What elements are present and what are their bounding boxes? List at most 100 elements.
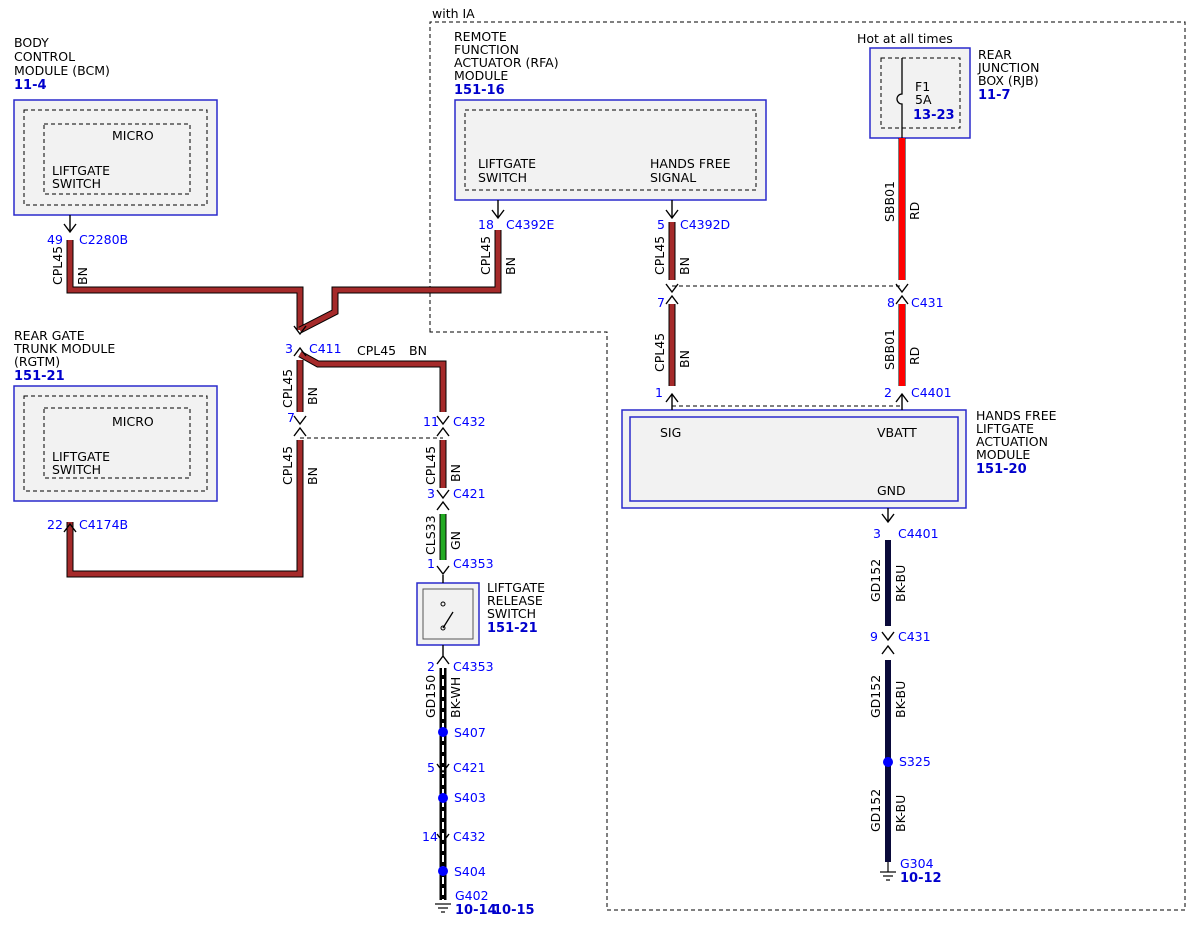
splice-s404-label: S404	[454, 864, 486, 879]
wire-gd152-low: GD152	[868, 789, 883, 832]
wire-bkwh: BK-WH	[448, 677, 463, 718]
wire-gn: GN	[448, 531, 463, 550]
rfa-title-3: ACTUATOR (RFA)	[454, 55, 559, 70]
rfa-pin1-label-1: LIFTGATE	[478, 156, 536, 171]
wire-gd152-mid: GD152	[868, 675, 883, 718]
rfa-title-2: FUNCTION	[454, 42, 519, 57]
pin-c411-7: 7	[287, 410, 295, 425]
conn-c431-8: C431	[911, 295, 944, 310]
wire-cls33: CLS33	[423, 515, 438, 555]
rgtm-pin-label-1: LIFTGATE	[52, 449, 110, 464]
rfa-pin2-label-1: HANDS FREE	[650, 156, 731, 171]
bcm-ref[interactable]: 11-4	[14, 78, 47, 93]
rjb-title-2: JUNCTION	[977, 60, 1039, 75]
wire-gd152-top: GD152	[868, 559, 883, 602]
rfa-pin2-label-2: SIGNAL	[650, 170, 696, 185]
bcm-pin-label-2: SWITCH	[52, 176, 101, 191]
rfa-title-4: MODULE	[454, 68, 508, 83]
lrs-title-1: LIFTGATE	[487, 580, 545, 595]
wire-cpl45-c411-top: CPL45	[357, 343, 396, 358]
ground-g402	[435, 903, 451, 913]
wire-bn-c411-mid: BN	[305, 387, 320, 405]
wire-cpl45-bcm: CPL45	[50, 246, 65, 285]
wire-bn-c411-top: BN	[409, 343, 427, 358]
rjb-hot-label: Hot at all times	[857, 31, 953, 46]
bcm-title-1: BODY	[14, 35, 49, 50]
ground-g304	[880, 862, 896, 881]
rgtm-title-3: (RGTM)	[14, 354, 60, 369]
connector-glyphs	[63, 200, 909, 844]
wire-cpl45-c432: CPL45	[423, 446, 438, 485]
rjb-fuse-label: F1	[915, 79, 930, 94]
with-ia-label: with IA	[432, 6, 475, 21]
pin-c4353-1: 1	[427, 556, 435, 571]
wire-cpl45-rfa-sig-low: CPL45	[652, 333, 667, 372]
bcm-pin-label-1: LIFTGATE	[52, 163, 110, 178]
splice-s403-label: S403	[454, 790, 486, 805]
lrs-ref[interactable]: 151-21	[487, 621, 538, 636]
wire-bn-bcm: BN	[75, 267, 90, 285]
conn-c432-11: C432	[453, 414, 486, 429]
hfam-title-1: HANDS FREE	[976, 408, 1057, 423]
rjb-title-3: BOX (RJB)	[978, 73, 1039, 88]
splice-s325	[883, 757, 893, 767]
splice-s407	[438, 727, 448, 737]
bcm-micro-label: MICRO	[112, 128, 154, 143]
wire-sbb01-top: SBB01	[882, 181, 897, 222]
conn-c4174b: C4174B	[79, 517, 128, 532]
lrs-title-2: RELEASE	[487, 593, 543, 608]
wire-gd150: GD150	[423, 675, 438, 718]
hfam-title-3: ACTUATION	[976, 434, 1048, 449]
pin-c4392d: 5	[657, 217, 665, 232]
lrs-title-3: SWITCH	[487, 606, 536, 621]
hfam-gnd-label: GND	[877, 483, 906, 498]
rfa-ref[interactable]: 151-16	[454, 83, 505, 98]
hfam-vbatt-label: VBATT	[877, 425, 917, 440]
wire-bn-rfa-sig-top: BN	[677, 257, 692, 275]
ground-g304-label: G304	[900, 856, 934, 871]
ground-g304-ref[interactable]: 10-12	[900, 871, 942, 886]
conn-c4392e: C4392E	[506, 217, 555, 232]
rgtm-ref[interactable]: 151-21	[14, 369, 65, 384]
pin-c421-3: 3	[427, 486, 435, 501]
ground-g402-ref1[interactable]: 10-14	[455, 903, 497, 918]
rjb-title-1: REAR	[978, 47, 1012, 62]
rjb-fuse-ref[interactable]: 13-23	[913, 108, 955, 123]
wire-bkbu-low: BK-BU	[893, 795, 908, 832]
bcm-title-3: MODULE (BCM)	[14, 63, 110, 78]
conn-c4401-2: C4401	[911, 385, 952, 400]
wire-labels: CPL45 BN CPL45 BN CPL45 BN CPL45 BN CPL4…	[50, 181, 922, 832]
rjb-ref[interactable]: 11-7	[978, 88, 1011, 103]
wire-bn-c411-low: BN	[305, 467, 320, 485]
wire-cpl45-rfa: CPL45	[478, 236, 493, 275]
wire-bkbu-top: BK-BU	[893, 565, 908, 602]
rfa-module: REMOTE FUNCTION ACTUATOR (RFA) MODULE 15…	[454, 29, 767, 201]
pin-c421-5: 5	[427, 760, 435, 775]
pin-c4174b: 22	[47, 517, 63, 532]
wire-rd-low: RD	[907, 347, 922, 365]
pin-c432-14: 14	[422, 829, 438, 844]
conn-c411: C411	[309, 341, 342, 356]
rfa-title-1: REMOTE	[454, 29, 507, 44]
splice-s407-label: S407	[454, 725, 486, 740]
liftgate-release-switch: LIFTGATE RELEASE SWITCH 151-21	[416, 580, 545, 646]
conn-c4392d: C4392D	[680, 217, 730, 232]
wire-cpl45-rfa-sig-top: CPL45	[652, 236, 667, 275]
hfam-ref[interactable]: 151-20	[976, 462, 1027, 477]
wire-bn-rfa-sig-low: BN	[677, 350, 692, 368]
pin-c4392e: 18	[478, 217, 494, 232]
rjb-module: Hot at all times F1 5A 13-23 REAR JUNCTI…	[857, 31, 1039, 139]
pin-c431-9: 9	[870, 629, 878, 644]
pin-c431-7: 7	[657, 295, 665, 310]
conn-c421-3: C421	[453, 486, 486, 501]
pin-c4401-2: 2	[884, 385, 892, 400]
ground-g402-label: G402	[455, 888, 489, 903]
splice-s403	[438, 793, 448, 803]
bcm-title-2: CONTROL	[14, 49, 75, 64]
ground-g402-ref2[interactable]: 10-15	[493, 903, 535, 918]
bcm-module: BODY CONTROL MODULE (BCM) 11-4 MICRO LIF…	[13, 35, 218, 216]
pin-c411-3: 3	[285, 341, 293, 356]
conn-c4353-2: C4353	[453, 659, 494, 674]
rgtm-module: REAR GATE TRUNK MODULE (RGTM) 151-21 MIC…	[13, 328, 218, 502]
